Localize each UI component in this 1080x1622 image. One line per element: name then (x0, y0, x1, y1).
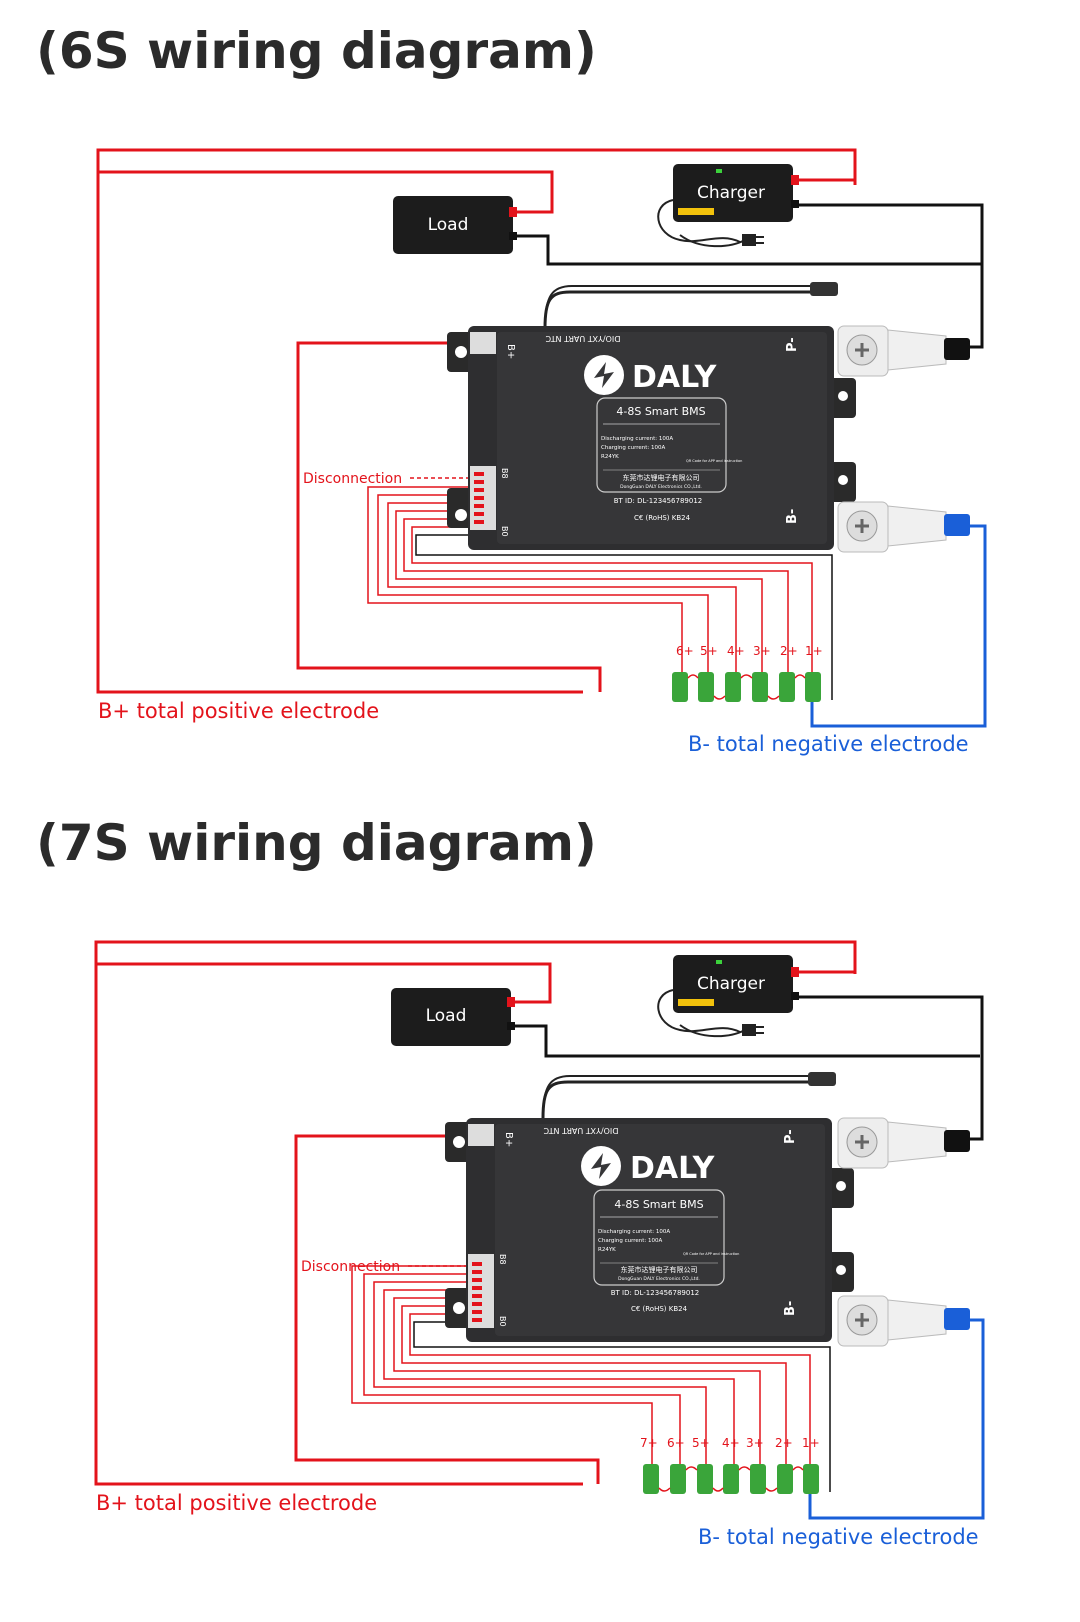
svg-text:6+: 6+ (667, 1436, 685, 1450)
positive-wires (96, 148, 857, 694)
svg-text:B0: B0 (498, 1316, 507, 1327)
svg-text:QR Code for APP and instructio: QR Code for APP and instruction (686, 459, 742, 463)
svg-text:2+: 2+ (780, 644, 798, 658)
b0-wire (413, 1321, 831, 1492)
svg-text:DIO/YXT UART NTC: DIO/YXT UART NTC (545, 334, 620, 343)
load-box (391, 988, 511, 1046)
svg-text:3+: 3+ (746, 1436, 764, 1450)
svg-text:BT ID: DL-123456789012: BT ID: DL-123456789012 (611, 1289, 699, 1297)
battery-cells (672, 672, 821, 702)
diagram-6s: (6S wiring diagram) (0, 0, 1080, 790)
b-minus-wire (810, 524, 987, 728)
svg-text:QR Code for APP and instructio: QR Code for APP and instruction (683, 1252, 739, 1256)
svg-text:2+: 2+ (775, 1436, 793, 1450)
svg-text:R24YK: R24YK (598, 1247, 616, 1253)
b0-wire (415, 534, 833, 700)
svg-text:5+: 5+ (692, 1436, 710, 1450)
b-minus-wire (808, 1318, 985, 1520)
brand-name: DALY (630, 1151, 716, 1186)
balance-wires (367, 486, 813, 672)
svg-text:DIO/YXT UART NTC: DIO/YXT UART NTC (543, 1126, 618, 1135)
svg-text:4-8S Smart BMS: 4-8S Smart BMS (616, 405, 705, 418)
negative-electrode-label: B- total negative electrode (688, 732, 969, 756)
cell-labels: 6+ 5+ 4+ 3+ 2+ 1+ (676, 644, 823, 658)
diagram-title: (7S wiring diagram) (36, 814, 597, 872)
svg-text:B-: B- (783, 1301, 798, 1316)
svg-text:B8: B8 (498, 1254, 507, 1265)
svg-text:3+: 3+ (753, 644, 771, 658)
charger-label: Charger (697, 183, 765, 203)
svg-text:东莞市达锂电子有限公司: 东莞市达锂电子有限公司 (621, 1265, 698, 1274)
svg-text:R24YK: R24YK (601, 454, 619, 460)
svg-text:Charging current: 100A: Charging current: 100A (601, 445, 666, 451)
disconnection-label: Disconnection (301, 1259, 400, 1275)
svg-text:BT ID: DL-123456789012: BT ID: DL-123456789012 (614, 497, 702, 505)
svg-text:1+: 1+ (805, 644, 823, 658)
svg-text:DongGuan DALY Electronics CO.,: DongGuan DALY Electronics CO.,Ltd. (620, 484, 702, 490)
svg-text:C€ (RoHS) KB24: C€ (RoHS) KB24 (631, 1305, 688, 1313)
svg-text:4+: 4+ (722, 1436, 740, 1450)
svg-text:4-8S Smart BMS: 4-8S Smart BMS (614, 1198, 703, 1211)
svg-text:4+: 4+ (727, 644, 745, 658)
negative-wires (513, 995, 984, 1141)
negative-electrode-label: B- total negative electrode (698, 1525, 979, 1549)
svg-text:B+: B+ (505, 344, 516, 359)
positive-electrode-label: B+ total positive electrode (98, 699, 379, 723)
svg-text:Discharging current: 100A: Discharging current: 100A (598, 1229, 670, 1235)
svg-text:5+: 5+ (700, 644, 718, 658)
wiring-diagram-6s: Load Charger DIO/YXT UART NTC (96, 148, 987, 756)
positive-wires (94, 940, 857, 1486)
disconnection-label: Disconnection (303, 471, 402, 487)
wiring-diagram-7s: Load Charger DIO/YXT UART NTC B+ B (94, 940, 985, 1549)
svg-text:6+: 6+ (676, 644, 694, 658)
charger-box (673, 164, 793, 222)
diagram-title: (6S wiring diagram) (36, 22, 597, 80)
charger-label: Charger (697, 974, 765, 994)
load-label: Load (426, 1006, 467, 1026)
svg-text:B0: B0 (500, 526, 509, 537)
svg-text:P-: P- (785, 337, 800, 352)
negative-wires (515, 203, 984, 349)
load-box (393, 196, 513, 254)
charger-box (673, 955, 793, 1013)
svg-text:1+: 1+ (802, 1436, 820, 1450)
balance-wires (351, 1265, 811, 1464)
diagram-7s: (7S wiring diagram) Load (0, 792, 1080, 1622)
cell-labels: 7+ 6+ 5+ 4+ 3+ 2+ 1+ (640, 1436, 820, 1450)
svg-text:P-: P- (783, 1129, 798, 1144)
svg-text:B+: B+ (503, 1132, 514, 1147)
brand-name: DALY (632, 360, 718, 395)
svg-text:7+: 7+ (640, 1436, 658, 1450)
positive-electrode-label: B+ total positive electrode (96, 1491, 377, 1515)
svg-text:东莞市达锂电子有限公司: 东莞市达锂电子有限公司 (623, 473, 700, 482)
svg-text:DongGuan DALY Electronics CO.,: DongGuan DALY Electronics CO.,Ltd. (618, 1276, 700, 1282)
svg-text:Discharging current: 100A: Discharging current: 100A (601, 436, 673, 442)
svg-text:C€ (RoHS) KB24: C€ (RoHS) KB24 (634, 514, 691, 522)
svg-text:B8: B8 (500, 468, 509, 479)
svg-text:Charging current: 100A: Charging current: 100A (598, 1238, 663, 1244)
svg-text:B-: B- (785, 509, 800, 524)
battery-cells (643, 1464, 819, 1494)
load-label: Load (428, 215, 469, 235)
